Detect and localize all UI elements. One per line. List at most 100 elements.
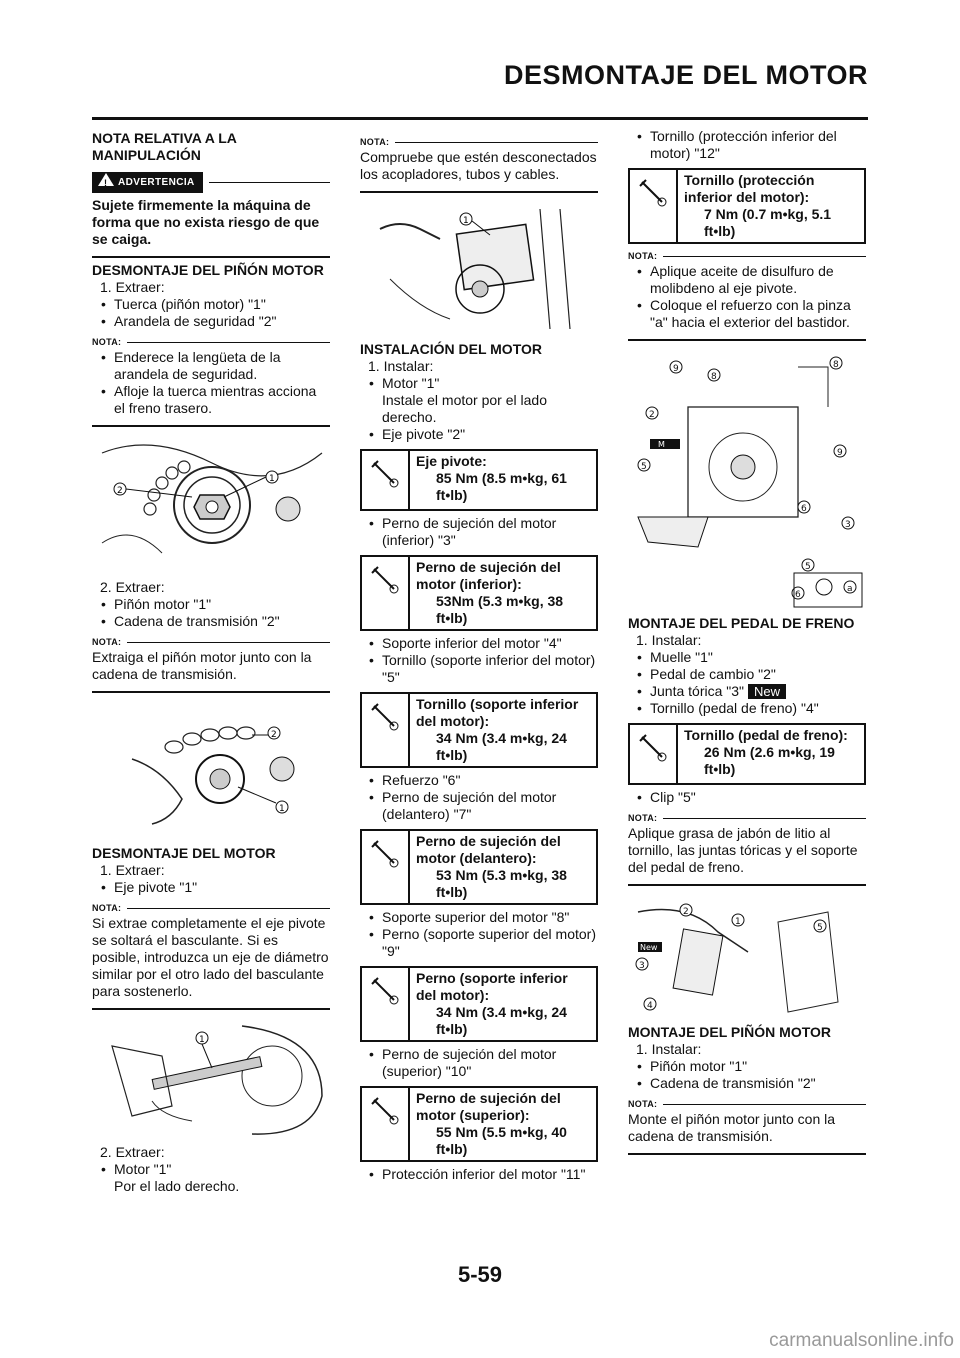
list-item: Eje pivote "2" bbox=[360, 426, 598, 443]
list-item: Perno de sujeción del motor (superior) "… bbox=[360, 1046, 598, 1080]
column-right: Tornillo (protección inferior del motor)… bbox=[628, 128, 866, 1159]
torque-spec-box: Perno de sujeción del motor (inferior):5… bbox=[360, 555, 598, 631]
svg-text:a: a bbox=[847, 584, 853, 594]
list-item: Perno de sujeción del motor (delantero) … bbox=[360, 789, 598, 823]
svg-text:5: 5 bbox=[641, 462, 647, 472]
new-part-badge: New bbox=[748, 684, 787, 699]
torque-value: 53 Nm (5.3 m•kg, 38 ft•lb) bbox=[436, 867, 567, 900]
list-subtext: Instale el motor por el lado derecho. bbox=[382, 392, 547, 425]
svg-text:6: 6 bbox=[801, 504, 807, 514]
footer-watermark: carmanualsonline.info bbox=[769, 1330, 954, 1351]
torque-title: Perno de sujeción del motor (superior): bbox=[416, 1090, 561, 1123]
list-item: Afloje la tuerca mientras acciona el fre… bbox=[92, 383, 330, 417]
step-label: 1. Extraer: bbox=[100, 279, 165, 295]
torque-wrench-icon bbox=[362, 831, 410, 903]
list-item: Aplique aceite de disulfuro de molibdeno… bbox=[628, 263, 866, 297]
svg-text:3: 3 bbox=[845, 520, 851, 530]
nota-text: Compruebe que estén desconectados los ac… bbox=[360, 149, 597, 182]
nota-header: NOTA: bbox=[92, 336, 330, 349]
svg-text:2: 2 bbox=[649, 410, 655, 420]
svg-text:5: 5 bbox=[817, 923, 823, 933]
column-left: NOTA RELATIVA A LA MANIPULACIÓN ! ADVERT… bbox=[92, 128, 330, 1195]
list-item: Tornillo (protección inferior del motor)… bbox=[628, 128, 866, 162]
svg-text:6: 6 bbox=[795, 590, 801, 600]
svg-text:3: 3 bbox=[639, 961, 645, 971]
engine-mount-exploded-diagram: M 9 8 8 2 5 9 6 3 5 a 6 bbox=[628, 347, 866, 609]
svg-text:9: 9 bbox=[673, 364, 679, 374]
list-item: Piñón motor "1" bbox=[92, 596, 330, 613]
list-item: Tornillo (soporte inferior del motor) "5… bbox=[360, 652, 598, 686]
torque-spec-box: Perno (soporte inferior del motor):34 Nm… bbox=[360, 966, 598, 1042]
list-item: Soporte superior del motor "8" bbox=[360, 909, 598, 926]
page-number: 5-59 bbox=[457, 1262, 503, 1287]
engine-removal-heading: DESMONTAJE DEL MOTOR bbox=[92, 845, 276, 861]
warning-banner: ! ADVERTENCIA bbox=[92, 172, 330, 193]
torque-title: Perno (soporte inferior del motor): bbox=[416, 970, 568, 1003]
nota-header: NOTA: bbox=[360, 136, 598, 149]
nota-text: Si extrae completamente el eje pivote se… bbox=[92, 915, 329, 999]
list-item: Coloque el refuerzo con la pinza "a" hac… bbox=[628, 297, 866, 331]
list-item: Soporte inferior del motor "4" bbox=[360, 635, 598, 652]
torque-wrench-icon bbox=[362, 694, 410, 766]
svg-text:1: 1 bbox=[463, 216, 469, 226]
list-item: Enderece la lengüeta de la arandela de s… bbox=[92, 349, 330, 383]
warning-text: Sujete firmemente la máquina de forma qu… bbox=[92, 197, 320, 247]
torque-wrench-icon bbox=[630, 725, 678, 783]
nota-header: NOTA: bbox=[628, 812, 866, 825]
list-item: Junta tórica "3"New bbox=[628, 683, 866, 700]
torque-wrench-icon bbox=[362, 451, 410, 509]
svg-text:2: 2 bbox=[683, 907, 689, 917]
handling-heading: NOTA RELATIVA A LA MANIPULACIÓN bbox=[92, 130, 237, 163]
step-label: 2. Extraer: bbox=[100, 1144, 165, 1160]
sprocket-nut-illustration: 2 1 bbox=[92, 433, 330, 573]
step-label: 2. Extraer: bbox=[100, 579, 165, 595]
list-item: Muelle "1" bbox=[628, 649, 866, 666]
list-item: Tornillo (pedal de freno) "4" bbox=[628, 700, 866, 717]
list-item: Cadena de transmisión "2" bbox=[628, 1075, 866, 1092]
torque-title: Tornillo (soporte inferior del motor): bbox=[416, 696, 579, 729]
sprocket-chain-illustration: 2 1 bbox=[92, 699, 330, 839]
svg-text:8: 8 bbox=[711, 372, 717, 382]
torque-wrench-icon bbox=[362, 557, 410, 629]
torque-spec-box: Tornillo (soporte inferior del motor):34… bbox=[360, 692, 598, 768]
torque-value: 55 Nm (5.5 m•kg, 40 ft•lb) bbox=[436, 1124, 567, 1157]
torque-title: Perno de sujeción del motor (delantero): bbox=[416, 833, 561, 866]
svg-text:M: M bbox=[658, 440, 665, 449]
list-item: Protección inferior del motor "11" bbox=[360, 1166, 598, 1183]
list-item: Clip "5" bbox=[628, 789, 866, 806]
list-item: Refuerzo "6" bbox=[360, 772, 598, 789]
list-item: Cadena de transmisión "2" bbox=[92, 613, 330, 630]
list-item: Eje pivote "1" bbox=[92, 879, 330, 896]
svg-text:4: 4 bbox=[647, 1001, 653, 1011]
svg-text:1: 1 bbox=[735, 917, 741, 927]
warning-badge: ! ADVERTENCIA bbox=[92, 172, 203, 193]
torque-spec-box: Tornillo (pedal de freno):26 Nm (2.6 m•k… bbox=[628, 723, 866, 785]
svg-text:9: 9 bbox=[837, 448, 843, 458]
list-item: Pedal de cambio "2" bbox=[628, 666, 866, 683]
svg-text:5: 5 bbox=[805, 562, 811, 572]
header-rule bbox=[92, 117, 868, 120]
torque-value: 34 Nm (3.4 m•kg, 24 ft•lb) bbox=[436, 730, 567, 763]
torque-spec-box: Perno de sujeción del motor (superior):5… bbox=[360, 1086, 598, 1162]
list-item: Piñón motor "1" bbox=[628, 1058, 866, 1075]
step-label: 1. Instalar: bbox=[636, 632, 702, 648]
nota-header: NOTA: bbox=[92, 902, 330, 915]
brake-pedal-illustration: New 2 1 3 4 5 bbox=[628, 892, 866, 1018]
torque-value: 26 Nm (2.6 m•kg, 19 ft•lb) bbox=[704, 744, 835, 777]
torque-title: Tornillo (pedal de freno): bbox=[684, 727, 848, 743]
torque-title: Perno de sujeción del motor (inferior): bbox=[416, 559, 561, 592]
torque-title: Eje pivote: bbox=[416, 453, 487, 469]
svg-text:New: New bbox=[640, 943, 658, 952]
nota-header: NOTA: bbox=[92, 636, 330, 649]
pinion-removal-heading: DESMONTAJE DEL PIÑÓN MOTOR bbox=[92, 262, 324, 278]
warning-icon: ! bbox=[98, 173, 114, 188]
column-middle: NOTA: Compruebe que estén desconectados … bbox=[360, 128, 598, 1183]
torque-value: 85 Nm (8.5 m•kg, 61 ft•lb) bbox=[436, 470, 567, 503]
svg-text:8: 8 bbox=[833, 360, 839, 370]
list-subtext: Por el lado derecho. bbox=[114, 1178, 240, 1194]
nota-text: Aplique grasa de jabón de litio al torni… bbox=[628, 825, 858, 875]
svg-text:2: 2 bbox=[271, 730, 277, 740]
pinion-install-heading: MONTAJE DEL PIÑÓN MOTOR bbox=[628, 1024, 832, 1040]
torque-value: 53Nm (5.3 m•kg, 38 ft•lb) bbox=[436, 593, 564, 626]
install-heading: INSTALACIÓN DEL MOTOR bbox=[360, 341, 542, 357]
